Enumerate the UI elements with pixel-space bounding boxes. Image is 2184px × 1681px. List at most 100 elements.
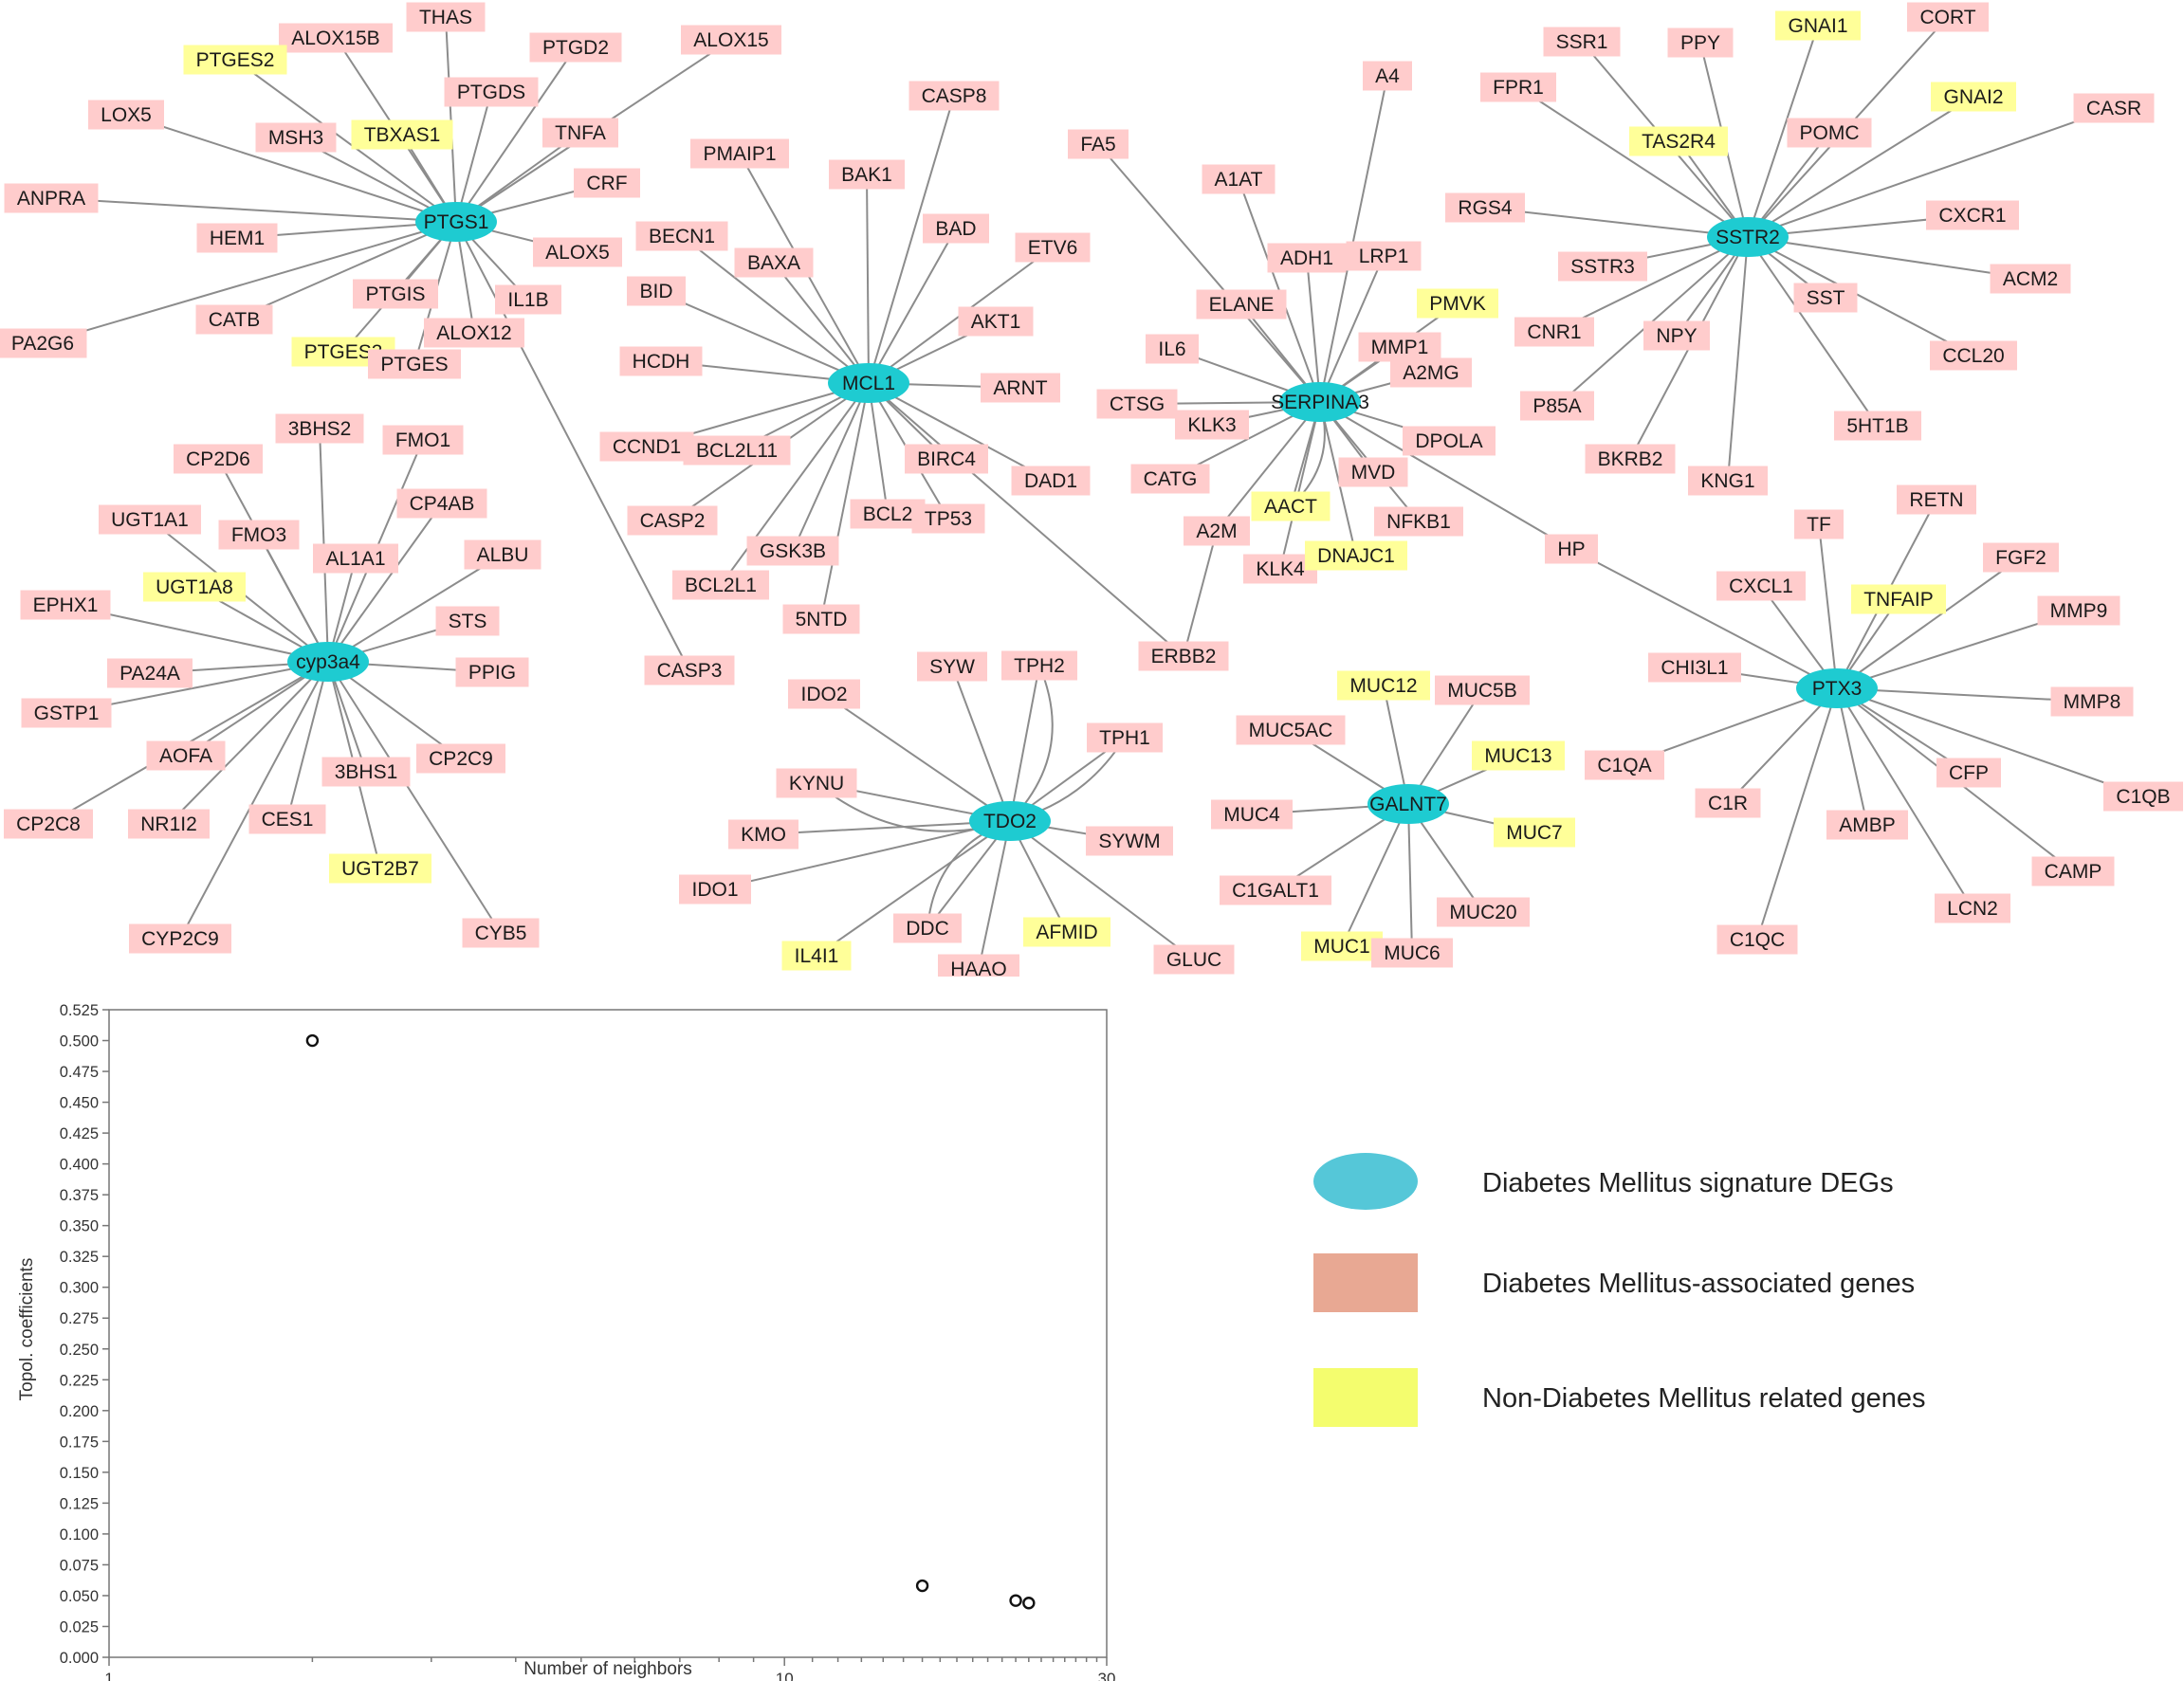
gene-node-box [107,658,193,688]
gene-node-box [683,435,791,466]
hub-node-ellipse [1279,382,1361,422]
gene-node-box [1363,61,1412,91]
gene-node-box [444,77,539,107]
hub-node-cyp3a4: cyp3a4 [287,642,369,682]
gene-node-box [1787,118,1872,148]
gene-node-label: PTGES3 [304,341,383,363]
gene-node-fmo3: FMO3 [218,520,300,550]
gene-node-label: BCL2L1 [685,575,757,596]
gene-node-box [1015,232,1091,263]
gene-node-label: MMP8 [2064,691,2121,713]
gene-node-box [329,853,431,884]
gene-node-label: HEM1 [210,228,265,249]
gene-node-c1qa: C1QA [1585,750,1664,780]
gene-node-label: CATB [209,309,260,331]
gene-node-ppig: PPIG [455,657,529,687]
gene-node-box [1146,334,1199,364]
gene-node-label: FMO1 [395,429,450,451]
edge-ptx3-ambp [1836,687,1868,826]
gene-node-p85a: P85A [1520,391,1594,421]
gene-node-label: RETN [1909,489,1963,511]
gene-node-box [99,504,201,535]
gene-node-box [734,247,814,278]
gene-node-sywm: SYWM [1086,826,1173,856]
gene-node-label: NR1I2 [140,813,197,835]
gene-node-label: TNFA [555,122,606,144]
gene-node-3bhs1: 3BHS1 [321,757,411,787]
edge-sstr2-fpr1 [1517,86,1749,238]
gene-node-label: CCND1 [613,436,681,458]
edge-ptgs1-lox5 [125,114,457,223]
gene-node-label: EPHX1 [33,594,99,616]
gene-node-etv6: ETV6 [1015,232,1091,263]
gene-node-label: C1QB [2116,786,2170,808]
gene-node-box [1514,317,1594,347]
gene-node-box [681,25,781,55]
gene-node-label: CYB5 [475,923,527,944]
edge-ptgs1-catb [233,221,457,320]
gene-node-ido1: IDO1 [679,874,751,904]
gene-node-box [635,221,728,251]
gene-node-nr1i2: NR1I2 [128,809,210,839]
gene-node-box [1417,288,1498,319]
gene-node-ptges: PTGES [368,349,461,379]
gene-node-pa24a: PA24A [107,658,193,688]
gene-node-box [1834,411,1921,441]
gene-node-label: KLK3 [1187,414,1236,436]
gene-node-box [574,168,640,198]
gene-node-lox5: LOX5 [88,100,164,130]
edge-mcl1-bak1 [866,174,870,384]
edge-ptgs1-ptgd2 [455,46,577,223]
gene-node-label: BCL2 [863,503,913,525]
gene-node-thas: THAS [406,2,486,32]
gene-node-box [893,913,962,943]
legend-label: Diabetes Mellitus-associated genes [1482,1269,1916,1299]
edge-cyp3a4-ces1 [286,661,329,820]
edge-ptx3-mmp8 [1836,687,2093,703]
gene-node-box [1643,320,1710,351]
gene-node-hp: HP [1545,534,1598,564]
gene-node-box [1236,715,1346,745]
hub-node-ellipse [828,363,909,403]
gene-node-tas2r4: TAS2R4 [1629,126,1728,156]
gene-node-muc13: MUC13 [1472,740,1565,771]
gene-node-label: HCDH [633,351,690,373]
gene-node-dpola: DPOLA [1403,426,1496,456]
gene-node-box [1931,82,2016,112]
gene-node-box [368,349,461,379]
edge-mcl1-gsk3b [792,382,870,552]
gene-node-label: KYNU [789,773,844,795]
gene-node-fmo1: FMO1 [382,425,464,455]
gene-node-label: ALOX15B [291,27,379,49]
gene-node-label: MSH3 [268,127,323,149]
edge-tdo2-gluc [1009,820,1195,960]
gene-node-box [958,306,1034,337]
edge-sstr2-cnr1 [1553,236,1749,333]
gene-node-box [88,100,164,130]
hub-node-ellipse [1367,784,1449,824]
gene-node-label: SSR1 [1556,31,1608,53]
gene-node-hem1: HEM1 [196,223,278,253]
gene-node-label: ADH1 [1280,247,1333,269]
gene-node-box [529,32,622,63]
gene-node-ptgd2: PTGD2 [529,32,622,63]
gene-node-lcn2: LCN2 [1935,893,2010,923]
gene-node-box [776,768,857,798]
gene-node-label: P85A [1532,395,1581,417]
gene-node-label: ALOX15 [693,29,768,51]
edge-serpina3-klk4 [1279,401,1321,570]
legend-item-non-related-genes: Non-Diabetes Mellitus related genes [1313,1368,2129,1429]
gene-node-label: PA24A [119,663,180,685]
gene-node-aofa: AOFA [146,740,226,771]
edge-ptx3-c1qc [1756,687,1838,941]
gene-node-label: DDC [906,918,949,940]
gene-node-box [679,874,751,904]
gene-node-box [1494,817,1575,848]
gene-node-box [917,651,987,682]
gene-node-muc1: MUC1 [1301,931,1383,961]
gene-node-box [1907,2,1989,32]
gene-node-label: BAD [935,218,976,240]
gene-node-box [728,819,798,850]
edge-serpina3-a4 [1319,75,1388,403]
gene-node-label: UGT1A1 [111,509,189,531]
